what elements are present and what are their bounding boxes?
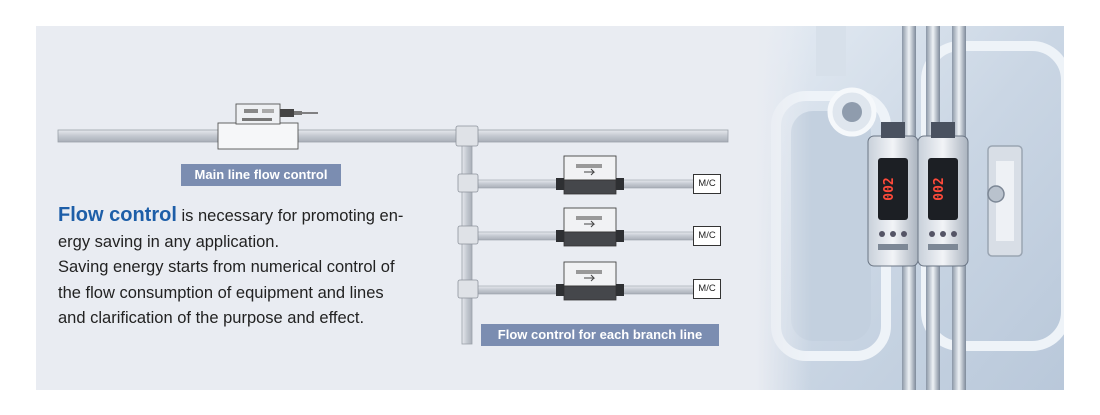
product-illustration: 002 002 (756, 26, 1064, 390)
tee-fitting (455, 125, 479, 147)
piping-diagram (57, 103, 729, 345)
description-text: Flow control is necessary for promoting … (58, 203, 438, 332)
branch-line-label: Flow control for each branch line (481, 324, 719, 346)
main-line-label: Main line flow control (181, 164, 341, 186)
machine-box-1: M/C (693, 174, 721, 194)
main-pipe (57, 129, 729, 143)
description-highlight: Flow control (58, 204, 177, 226)
main-line-flow-sensor (217, 103, 318, 150)
description-line-4: the flow consumption of equipment and li… (58, 283, 384, 302)
branch-flow-sensor-1 (556, 155, 624, 195)
description-line-2: ergy saving in any application. (58, 232, 280, 251)
machine-box-2: M/C (693, 226, 721, 246)
description-line-3: Saving energy starts from numerical cont… (58, 258, 395, 276)
branch-flow-sensor-2 (556, 207, 624, 247)
description-line-1: is necessary for promoting en- (176, 207, 404, 225)
description-line-5: and clarification of the purpose and eff… (58, 309, 365, 327)
branch-flow-sensor-3 (556, 261, 624, 301)
machine-box-3: M/C (693, 279, 721, 299)
